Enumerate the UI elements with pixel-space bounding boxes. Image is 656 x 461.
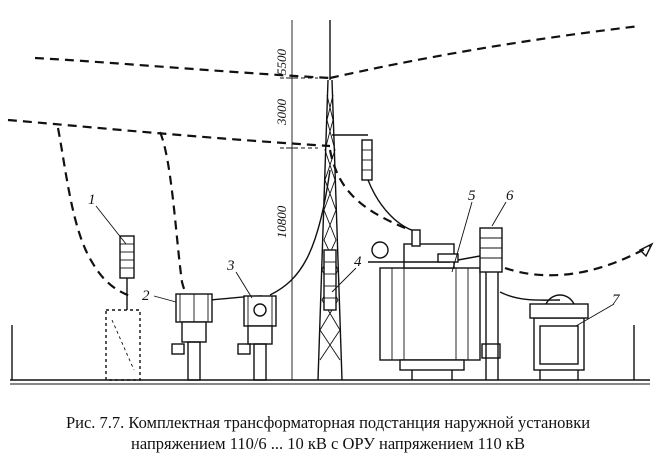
- apparatus-2: [171, 293, 213, 381]
- apparatus-1: [105, 235, 141, 381]
- label-3: 3: [226, 258, 235, 274]
- label-6: 6: [506, 188, 514, 204]
- label-5: 5: [468, 188, 476, 204]
- label-4: 4: [354, 254, 362, 270]
- label-1: 1: [88, 192, 96, 208]
- ground-line: [10, 379, 650, 385]
- substation-drawing: 5500 3000 10800: [7, 20, 654, 385]
- figure-caption-line-1: Рис. 7.7. Комплектная трансформаторная п…: [65, 413, 591, 432]
- dimension-10800: 10800: [274, 205, 289, 238]
- fence-posts: [11, 325, 635, 380]
- label-7: 7: [612, 292, 621, 308]
- dimension-5500: 5500: [274, 49, 289, 76]
- apparatus-5-transformer: [368, 229, 481, 380]
- apparatus-7-cabinet: [529, 294, 589, 380]
- figure-caption-line-2: напряжением 110/6 ... 10 кВ с ОРУ напряж…: [131, 434, 525, 453]
- apparatus-6: [457, 227, 503, 380]
- overhead-line-wires: [7, 24, 654, 298]
- apparatus-3: [237, 295, 277, 381]
- tower: [317, 20, 373, 381]
- label-2: 2: [142, 288, 150, 304]
- dimension-lines: [280, 20, 318, 381]
- dimension-3000: 3000: [274, 99, 289, 127]
- label-leaders: [95, 201, 615, 327]
